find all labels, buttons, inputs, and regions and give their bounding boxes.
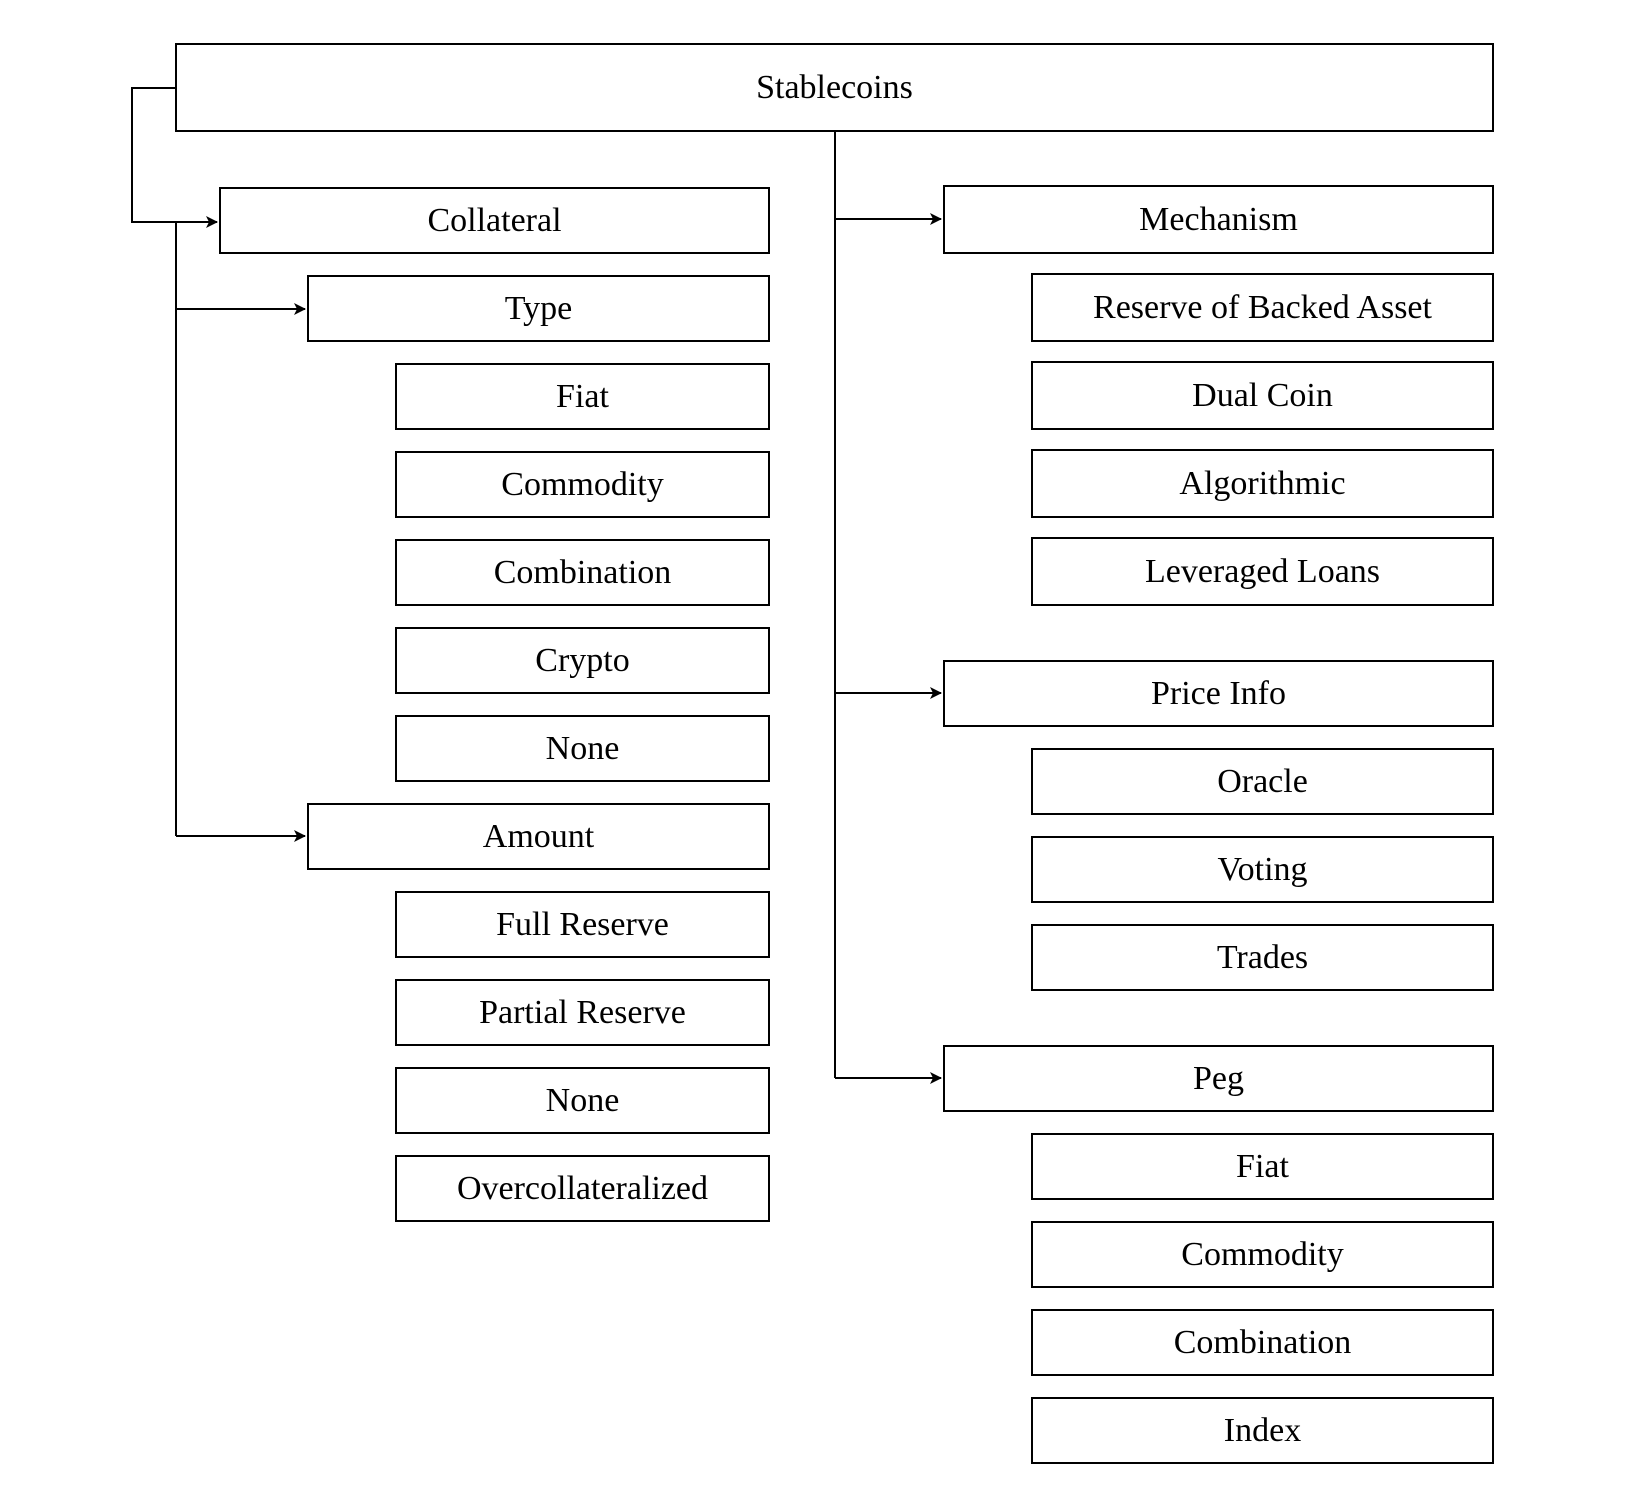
node-amount-label: Amount xyxy=(482,817,595,855)
node-type-commodity: Commodity xyxy=(395,451,770,518)
node-price-info-label: Price Info xyxy=(1150,674,1286,712)
leaf-label: Reserve of Backed Asset xyxy=(1093,288,1432,326)
node-type: Type xyxy=(307,275,770,342)
node-type-combination: Combination xyxy=(395,539,770,606)
leaf-label: Algorithmic xyxy=(1179,464,1346,502)
leaf-label: Oracle xyxy=(1217,762,1308,800)
leaf-label: Partial Reserve xyxy=(479,993,686,1031)
node-mechanism-algorithmic: Algorithmic xyxy=(1031,449,1494,518)
leaf-label: Combination xyxy=(493,553,672,591)
node-amount-overcollateralized: Overcollateralized xyxy=(395,1155,770,1222)
node-amount-full-reserve: Full Reserve xyxy=(395,891,770,958)
node-peg-label: Peg xyxy=(1193,1059,1244,1097)
node-mechanism-label: Mechanism xyxy=(1139,200,1298,238)
leaf-label: Trades xyxy=(1216,938,1309,976)
leaf-label: Commodity xyxy=(1181,1235,1344,1273)
node-collateral-label: Collateral xyxy=(427,201,562,239)
leaf-label: Overcollateralized xyxy=(456,1169,709,1207)
node-mechanism-reserve-of-backed-asset: Reserve of Backed Asset xyxy=(1031,273,1494,342)
node-stablecoins-label: Stablecoins xyxy=(756,68,913,106)
node-peg-commodity: Commodity xyxy=(1031,1221,1494,1288)
node-peg-fiat: Fiat xyxy=(1031,1133,1494,1200)
node-collateral: Collateral xyxy=(219,187,770,254)
node-price-info-trades: Trades xyxy=(1031,924,1494,991)
node-mechanism: Mechanism xyxy=(943,185,1494,254)
node-amount: Amount xyxy=(307,803,770,870)
leaf-label: Crypto xyxy=(535,641,630,679)
node-amount-partial-reserve: Partial Reserve xyxy=(395,979,770,1046)
node-stablecoins: Stablecoins xyxy=(175,43,1494,132)
leaf-label: None xyxy=(545,1081,620,1119)
connector-root-collateral xyxy=(131,87,218,228)
leaf-label: Index xyxy=(1223,1411,1302,1449)
leaf-label: Fiat xyxy=(1236,1147,1289,1185)
node-type-fiat: Fiat xyxy=(395,363,770,430)
node-type-crypto: Crypto xyxy=(395,627,770,694)
leaf-label: Fiat xyxy=(556,377,609,415)
node-amount-none: None xyxy=(395,1067,770,1134)
node-peg-index: Index xyxy=(1031,1397,1494,1464)
node-type-none: None xyxy=(395,715,770,782)
node-peg-combination: Combination xyxy=(1031,1309,1494,1376)
leaf-label: Full Reserve xyxy=(496,905,669,943)
node-mechanism-dual-coin: Dual Coin xyxy=(1031,361,1494,430)
node-type-label: Type xyxy=(504,289,573,327)
leaf-label: Dual Coin xyxy=(1192,376,1333,414)
node-price-info-voting: Voting xyxy=(1031,836,1494,903)
leaf-label: Voting xyxy=(1217,850,1308,888)
node-price-info: Price Info xyxy=(943,660,1494,727)
leaf-label: Leveraged Loans xyxy=(1144,552,1381,590)
leaf-label: Commodity xyxy=(501,465,664,503)
leaf-label: Combination xyxy=(1173,1323,1352,1361)
node-peg: Peg xyxy=(943,1045,1494,1112)
node-mechanism-leveraged-loans: Leveraged Loans xyxy=(1031,537,1494,606)
leaf-label: None xyxy=(545,729,620,767)
node-price-info-oracle: Oracle xyxy=(1031,748,1494,815)
